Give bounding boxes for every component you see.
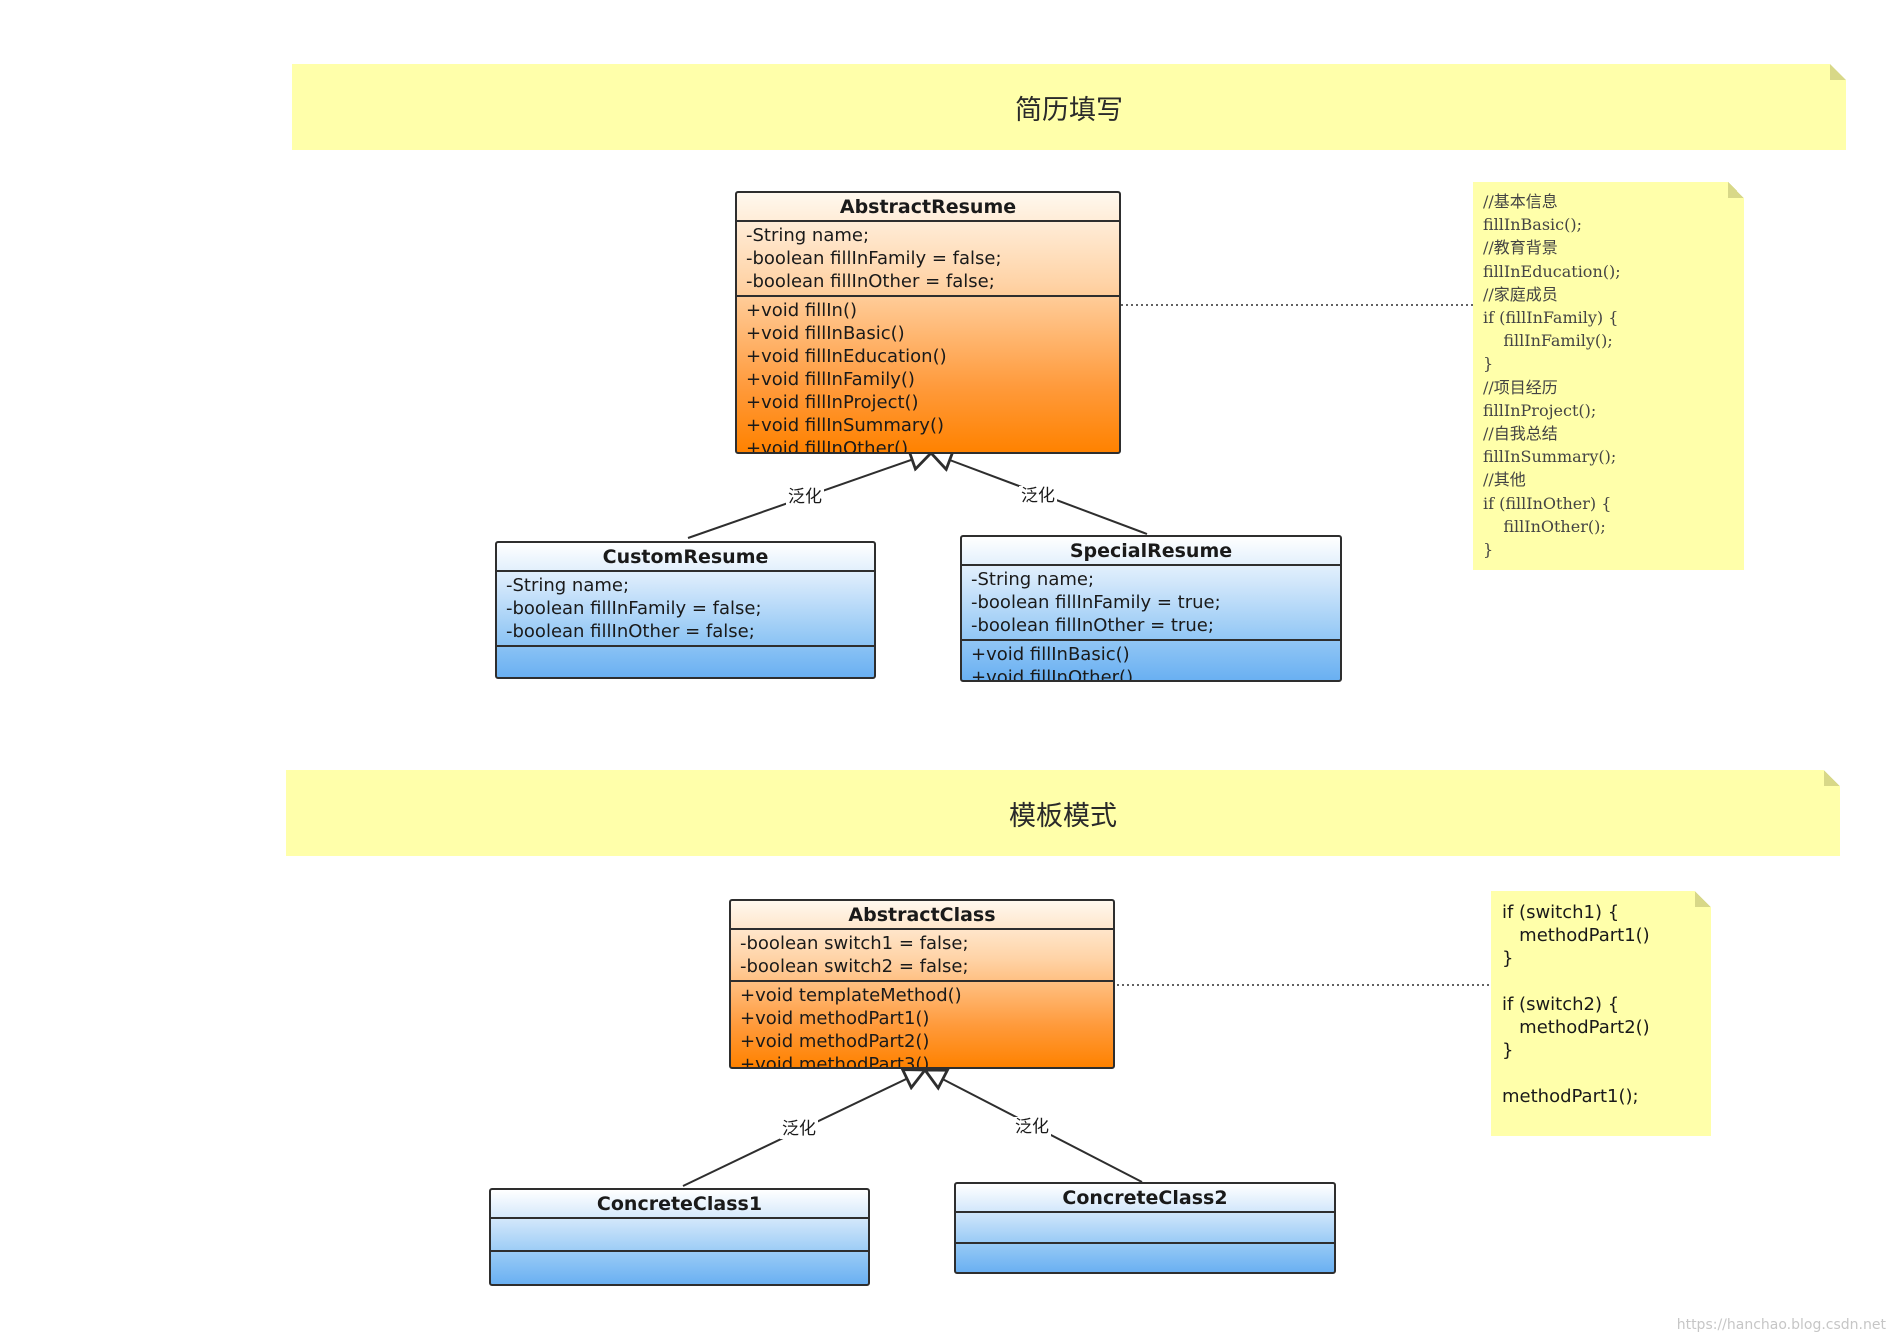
edge-label-generalization: 泛化: [780, 1119, 818, 1139]
method-list: [491, 1252, 868, 1284]
method-list: +void fillIn() +void fillInBasic() +void…: [737, 297, 1119, 454]
note-line: if (switch1) {: [1502, 902, 1620, 923]
banner-title: 模板模式: [1009, 800, 1117, 832]
note-line: }: [1502, 1040, 1514, 1061]
method-row: +void methodPart2(): [740, 1031, 930, 1052]
method-list: +void templateMethod() +void methodPart1…: [731, 982, 1113, 1069]
note-line: }: [1483, 354, 1494, 374]
attribute-list: -String name; -boolean fillInFamily = tr…: [962, 566, 1340, 641]
attribute-list: [956, 1213, 1334, 1244]
attribute-row: -boolean fillInFamily = true;: [971, 592, 1221, 613]
method-row: +void fillInFamily(): [746, 369, 915, 390]
banner-title: 简历填写: [1015, 94, 1123, 126]
note-line: if (switch2) {: [1502, 994, 1620, 1015]
note-line: fillInProject();: [1483, 400, 1597, 420]
fold-corner-icon: [1824, 770, 1840, 786]
note-line: //项目经历: [1483, 377, 1558, 397]
method-row: +void fillInBasic(): [746, 323, 905, 344]
method-row: +void templateMethod(): [740, 985, 962, 1006]
note-templatemethod-code: if (switch1) { methodPart1() } if (switc…: [1491, 891, 1711, 1136]
attribute-list: -String name; -boolean fillInFamily = fa…: [737, 222, 1119, 297]
note-line: methodPart1(): [1502, 925, 1650, 946]
note-line: //其他: [1483, 470, 1526, 490]
method-row: +void fillInProject(): [746, 392, 919, 413]
edge-label-generalization: 泛化: [1019, 486, 1057, 506]
attribute-list: -String name; -boolean fillInFamily = fa…: [497, 572, 874, 647]
method-row: +void methodPart3(): [740, 1054, 930, 1069]
note-line: methodPart1();: [1502, 1086, 1639, 1107]
attribute-row: -boolean fillInOther = true;: [971, 615, 1214, 636]
note-line: fillInEducation();: [1483, 261, 1621, 281]
attribute-row: -boolean fillInOther = false;: [746, 271, 995, 292]
attribute-row: -String name;: [971, 569, 1095, 590]
method-row: +void methodPart1(): [740, 1008, 930, 1029]
class-abstractresume[interactable]: AbstractResume -String name; -boolean fi…: [735, 191, 1121, 454]
attribute-row: -boolean switch2 = false;: [740, 956, 969, 977]
class-name: AbstractClass: [731, 901, 1113, 930]
class-name: SpecialResume: [962, 537, 1340, 566]
method-row: +void fillInSummary(): [746, 415, 944, 436]
note-line: //教育背景: [1483, 238, 1558, 258]
attribute-row: -boolean fillInFamily = false;: [506, 598, 762, 619]
method-row: +void fillInOther(): [746, 438, 909, 454]
class-customresume[interactable]: CustomResume -String name; -boolean fill…: [495, 541, 876, 679]
note-line: fillInFamily();: [1483, 331, 1613, 351]
attribute-row: -String name;: [506, 575, 630, 596]
method-row: +void fillInOther(): [971, 667, 1134, 682]
note-fillin-code: //基本信息 fillInBasic(); //教育背景 fillInEduca…: [1473, 182, 1744, 570]
attribute-row: -boolean switch1 = false;: [740, 933, 969, 954]
note-line: fillInBasic();: [1483, 215, 1582, 235]
watermark: https://hanchao.blog.csdn.net: [1676, 1317, 1886, 1333]
note-line: [1502, 1062, 1700, 1085]
method-row: +void fillIn(): [746, 300, 857, 321]
method-list: +void fillInBasic() +void fillInOther(): [962, 641, 1340, 682]
method-list: [497, 647, 874, 677]
note-line: }: [1483, 540, 1494, 560]
edge-label-generalization: 泛化: [1013, 1117, 1051, 1137]
attribute-row: -boolean fillInOther = false;: [506, 621, 755, 642]
section-banner-template: 模板模式: [286, 770, 1840, 856]
method-row: +void fillInEducation(): [746, 346, 947, 367]
class-abstractclass[interactable]: AbstractClass -boolean switch1 = false; …: [729, 899, 1115, 1069]
edge-label-generalization: 泛化: [786, 487, 824, 507]
method-row: +void fillInBasic(): [971, 644, 1130, 665]
note-line: //家庭成员: [1483, 284, 1558, 304]
note-line: if (fillInFamily) {: [1483, 308, 1619, 328]
note-line: fillInOther();: [1483, 516, 1606, 536]
note-line: methodPart2(): [1502, 1017, 1650, 1038]
class-concreteclass2[interactable]: ConcreteClass2: [954, 1182, 1336, 1274]
class-name: ConcreteClass2: [956, 1184, 1334, 1213]
class-specialresume[interactable]: SpecialResume -String name; -boolean fil…: [960, 535, 1342, 682]
class-name: AbstractResume: [737, 193, 1119, 222]
fold-corner-icon: [1728, 182, 1744, 198]
note-line: if (fillInOther) {: [1483, 493, 1612, 513]
attribute-row: -boolean fillInFamily = false;: [746, 248, 1002, 269]
attribute-row: -String name;: [746, 225, 870, 246]
note-line: }: [1502, 948, 1514, 969]
fold-corner-icon: [1830, 64, 1846, 80]
class-name: CustomResume: [497, 543, 874, 572]
note-line: [1502, 970, 1700, 993]
method-list: [956, 1244, 1334, 1272]
note-line: fillInSummary();: [1483, 447, 1617, 467]
fold-corner-icon: [1695, 891, 1711, 907]
attribute-list: [491, 1219, 868, 1252]
class-name: ConcreteClass1: [491, 1190, 868, 1219]
class-concreteclass1[interactable]: ConcreteClass1: [489, 1188, 870, 1286]
attribute-list: -boolean switch1 = false; -boolean switc…: [731, 930, 1113, 982]
note-line: //基本信息: [1483, 192, 1558, 211]
note-line: //自我总结: [1483, 424, 1558, 444]
section-banner-resume: 简历填写: [292, 64, 1846, 150]
